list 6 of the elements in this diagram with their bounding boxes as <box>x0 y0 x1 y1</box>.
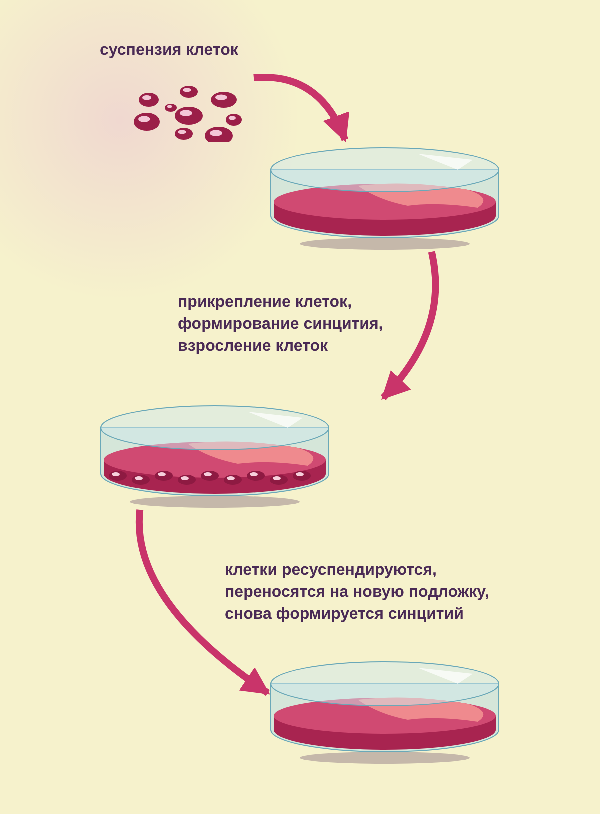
edge-label: прикрепление клеток, формирование синцития, взросление клеток <box>178 293 384 357</box>
curved-arrow <box>136 510 270 696</box>
curved-arrow <box>380 251 440 400</box>
curved-arrow <box>254 74 348 143</box>
caption-text: суспензия клеток <box>100 41 240 61</box>
edge-label: клетки ресуспендируются, переносятся на новую подложку, снова формируется синцитий <box>225 561 490 625</box>
